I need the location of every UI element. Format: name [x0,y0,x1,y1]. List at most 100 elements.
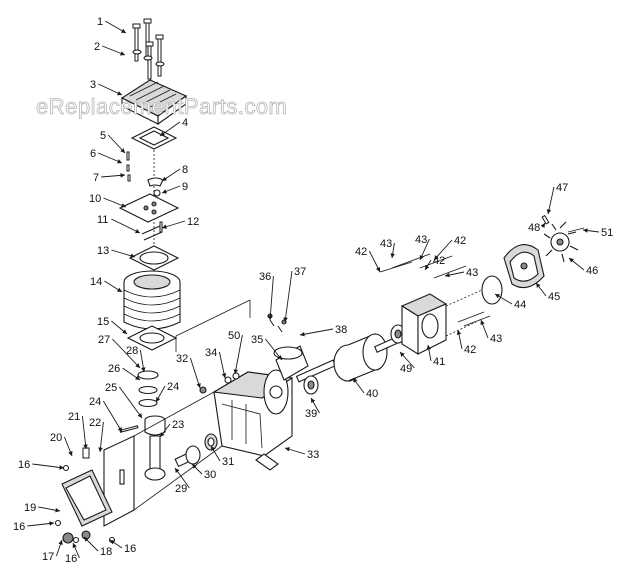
callout-number: 43 [466,267,478,279]
callout-number: 43 [490,333,502,345]
callout-number: 41 [433,356,445,368]
leader-line [284,270,293,323]
callout-number: 32 [176,353,188,365]
callout-number: 42 [355,246,367,258]
leader-line [32,463,65,469]
callout-number: 43 [380,238,392,250]
head-bolt-1-cap [143,18,152,24]
head-bolt-4-cap [145,41,154,47]
piston [144,415,166,436]
callout-number: 3 [90,79,96,91]
callout-number: 10 [89,193,101,205]
arrowhead-icon [445,272,450,278]
arrowhead-icon [277,355,282,360]
reed-valves [141,221,163,241]
arrowhead-icon [98,447,103,452]
arrowhead-icon [583,228,588,233]
callout-number: 24 [89,396,101,408]
rotor [295,333,398,383]
arrowhead-icon [137,413,142,418]
callout-number: 40 [366,388,378,400]
callout-22: 22 [89,417,104,453]
callout-4: 4 [159,117,188,137]
callout-number: 38 [335,324,347,336]
leader-line [299,328,334,336]
callout-number: 26 [108,363,120,375]
arrowhead-icon [110,540,115,545]
head-gasket-top [130,126,178,150]
callout-36: 36 [259,271,274,321]
callout-number: 30 [204,469,216,481]
callout-35: 35 [251,334,283,361]
arrowhead-icon [434,255,439,260]
callout-number: 7 [93,172,99,184]
head-bolts-group [132,18,165,80]
arrowhead-icon [117,159,122,164]
crankshaft [174,433,218,468]
leader-line [547,186,555,215]
callout-16: 16 [109,539,136,555]
arrowhead-icon [162,176,167,181]
callout-43: 43 [480,319,502,345]
arrowhead-icon [495,294,500,299]
arrowhead-icon [546,209,552,214]
cylinder-gasket [128,245,180,271]
callout-number: 14 [90,276,102,288]
callout-number: 44 [514,299,526,311]
callout-42: 42 [433,235,466,261]
washer-icon [132,49,142,55]
leader-line [433,239,453,261]
arrowhead-icon [175,468,180,473]
arrowhead-icon [130,253,135,258]
arrowhead-icon [58,540,63,545]
leader-line [81,415,87,450]
assembly-guide [175,299,251,352]
callout-number: 22 [89,417,101,429]
arrowhead-icon [120,148,125,153]
callout-6: 6 [90,148,123,164]
arrowhead-icon [162,189,167,194]
leader-line [234,334,243,375]
callout-31: 31 [210,445,234,468]
arrowhead-icon [117,287,122,292]
callout-34: 34 [205,347,227,379]
callout-33: 33 [284,447,319,461]
arrowhead-icon [536,283,541,288]
callout-29: 29 [174,467,190,495]
callout-16: 16 [13,521,55,533]
arrowhead-icon [72,543,77,548]
callout-46: 46 [568,257,598,277]
callout-1: 1 [97,16,127,34]
arrowhead-icon [160,432,165,437]
callout-32: 32 [176,353,201,389]
callout-17: 17 [42,539,63,563]
arrowhead-icon [83,444,88,449]
cylinder [123,270,181,330]
arrowhead-icon [117,427,122,432]
arrowhead-icon [141,367,146,372]
callout-16: 16 [65,542,80,565]
arrowhead-icon [49,521,54,526]
breather-cap-icon [82,447,90,459]
arrowhead-icon [122,329,127,334]
callout-number: 42 [464,344,476,356]
arrowhead-icon [311,398,316,403]
callout-14: 14 [90,276,123,293]
callout-number: 13 [97,245,109,257]
arrowhead-icon [375,267,381,272]
callout-43: 43 [380,238,395,259]
arrowhead-icon [426,345,432,350]
callout-number: 17 [42,551,54,563]
arrowhead-icon [268,315,273,320]
callout-number: 16 [124,543,136,555]
callout-26: 26 [108,363,141,381]
arrowhead-icon [353,378,358,383]
arrowhead-icon [425,265,430,270]
arrowhead-icon [221,373,227,378]
crankcase-cover [103,391,223,527]
head-bolt-3-cap [155,34,164,40]
arrowhead-icon [120,51,125,56]
arrowhead-icon [117,91,122,96]
callout-45: 45 [535,282,560,303]
